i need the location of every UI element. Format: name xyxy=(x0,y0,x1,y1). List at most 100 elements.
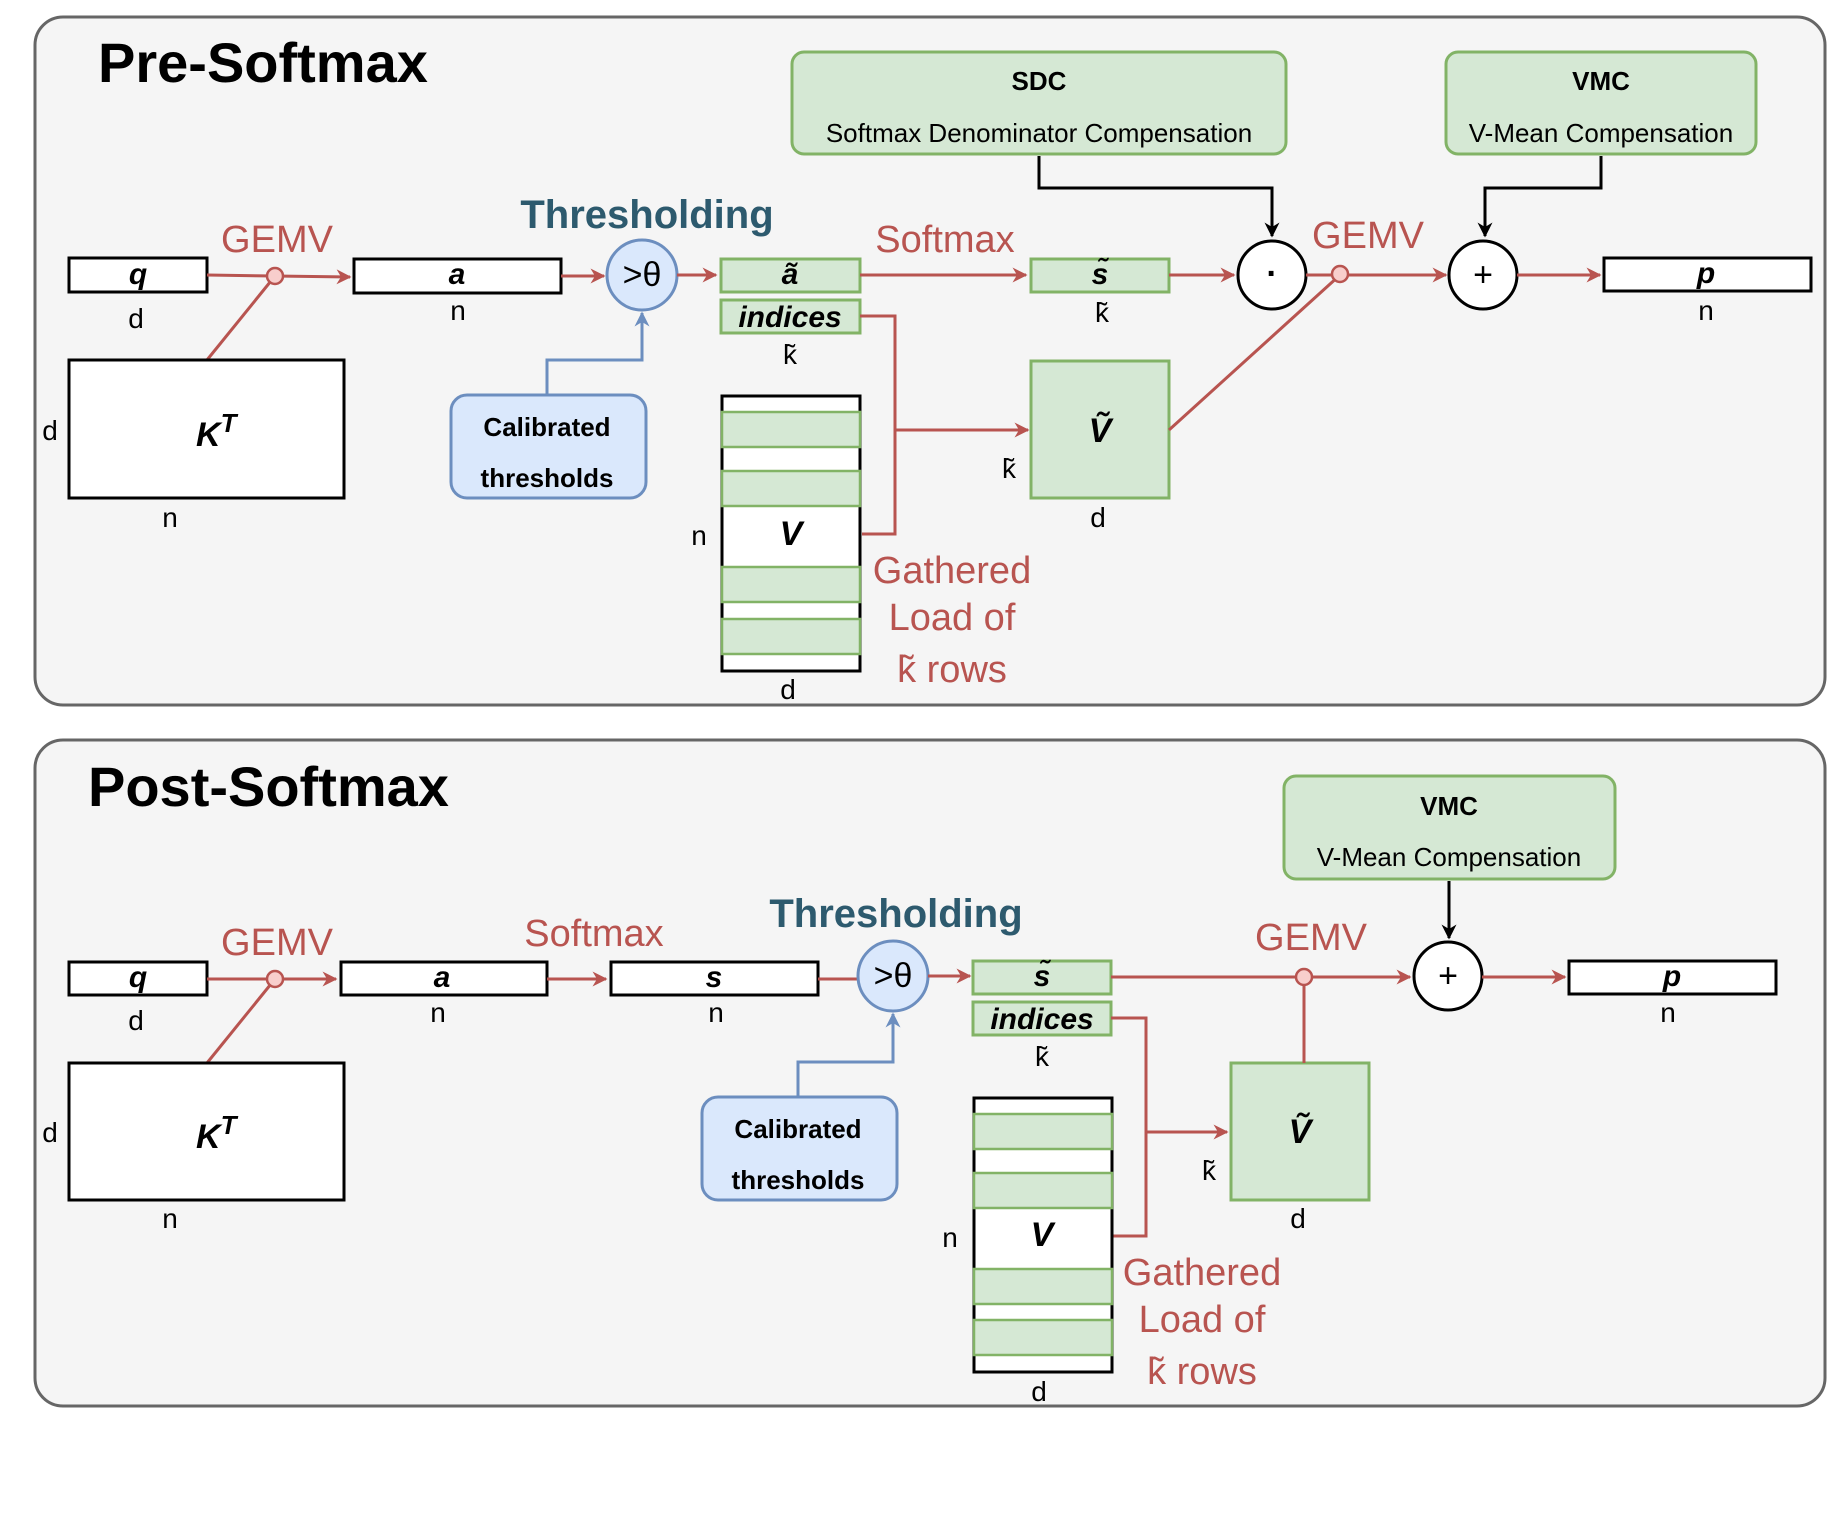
pre-indices-label: indices xyxy=(738,301,841,334)
pre-vtilde-left-dim: k̃ xyxy=(1002,453,1017,484)
pre-vtilde-label: Ṽ xyxy=(1089,412,1115,450)
pre-gemv1-junction xyxy=(265,266,285,286)
pre-thresholding-label: Thresholding xyxy=(520,193,773,237)
pre-q-dim: d xyxy=(128,303,144,334)
post-q-vector xyxy=(67,960,209,997)
post-v-bottom-dim: d xyxy=(1031,1376,1047,1407)
post-v-row xyxy=(972,1112,1114,1151)
pre-v-row xyxy=(720,469,862,508)
post-kt-to-gemv-line xyxy=(205,978,277,1064)
pre-v-row xyxy=(720,617,862,656)
pre-vmc-title: VMC xyxy=(1572,66,1630,96)
sdc-box xyxy=(790,50,1288,156)
post-v-row xyxy=(972,1318,1114,1357)
sdc-title: SDC xyxy=(1012,66,1067,96)
pre-q-label: q xyxy=(129,258,147,291)
pre-v-left-dim: n xyxy=(691,520,707,551)
pre-vtilde-bottom-dim: d xyxy=(1090,502,1106,533)
post-q-label: q xyxy=(129,961,147,994)
pre-gemv1-label: GEMV xyxy=(221,219,334,261)
pre-kt-label: KT xyxy=(196,408,239,454)
pre-v-row xyxy=(720,410,862,449)
post-vmc-title: VMC xyxy=(1420,791,1478,821)
pre-kt-to-gemv-line xyxy=(205,275,277,361)
post-v-label: V xyxy=(1031,1216,1057,1254)
post-gemv1-junction xyxy=(265,969,285,989)
pre-q-vector xyxy=(67,256,209,294)
post-stilde-vector xyxy=(971,959,1113,996)
post-gemv2-label: GEMV xyxy=(1255,917,1368,959)
pre-calibrated-line1: Calibrated xyxy=(483,412,610,442)
post-title: Post-Softmax xyxy=(88,755,449,818)
pre-stilde-label: s̃ xyxy=(1092,257,1110,291)
pre-panel-background xyxy=(33,15,1827,707)
post-p-label: p xyxy=(1662,960,1681,993)
pre-kt-matrix xyxy=(67,358,346,500)
post-v-left-dim: n xyxy=(942,1222,958,1253)
post-vtilde-bottom-dim: d xyxy=(1290,1203,1306,1234)
pre-gathered-line3: k̃ rows xyxy=(897,649,1007,691)
pre-indices-box xyxy=(719,298,862,335)
pre-v-bottom-dim: d xyxy=(780,674,796,705)
post-indices-label: indices xyxy=(990,1003,1093,1036)
post-softmax-label: Softmax xyxy=(524,913,663,955)
post-gathered-line1: Gathered xyxy=(1123,1252,1281,1294)
post-threshold-op-label: >θ xyxy=(874,957,913,995)
post-kt-bottom-dim: n xyxy=(162,1203,178,1234)
pre-gemv2-junction xyxy=(1330,264,1350,284)
post-gathered-line2: Load of xyxy=(1139,1299,1266,1341)
pre-gathered-line2: Load of xyxy=(889,597,1016,639)
post-vmc-subtitle: V-Mean Compensation xyxy=(1317,842,1581,872)
pre-calibrated-line2: thresholds xyxy=(481,463,614,493)
pre-plus-op-label: + xyxy=(1473,256,1493,294)
post-indices-dim: k̃ xyxy=(1035,1041,1050,1072)
pre-v-label: V xyxy=(780,515,806,553)
pre-kt-left-dim: d xyxy=(42,415,58,446)
pre-vmc-box xyxy=(1444,50,1758,156)
post-kt-matrix xyxy=(67,1061,346,1202)
pre-stilde-dim: k̃ xyxy=(1095,297,1110,328)
post-calibrated-arrow xyxy=(796,1012,901,1097)
sdc-subtitle: Softmax Denominator Compensation xyxy=(826,118,1252,148)
post-plus-op-label: + xyxy=(1438,957,1458,995)
post-gemv2-junction xyxy=(1294,967,1314,987)
post-indices-box xyxy=(971,1000,1113,1037)
post-p-vector xyxy=(1567,959,1778,996)
post-calibrated-line1: Calibrated xyxy=(734,1114,861,1144)
pre-gemv-to-a-arrow xyxy=(274,269,352,285)
pre-stilde-vector xyxy=(1029,257,1171,294)
post-a-dim: n xyxy=(430,997,446,1028)
pre-vmc-arrow xyxy=(1477,156,1603,238)
pre-dot-op-label: · xyxy=(1266,255,1277,293)
post-q-dim: d xyxy=(128,1005,144,1036)
post-s-label: s xyxy=(706,961,723,994)
pre-calibrated-arrow xyxy=(545,311,650,395)
pre-title: Pre-Softmax xyxy=(98,31,428,94)
post-vtilde-matrix xyxy=(1229,1061,1371,1202)
post-softmax-panel: Post-Softmax VMC V-Mean Compensation q d… xyxy=(33,738,1827,1408)
post-indices-route xyxy=(1111,1016,1148,1238)
pre-v-row xyxy=(720,565,862,604)
post-panel-background xyxy=(33,738,1827,1408)
sdc-arrow xyxy=(1037,156,1280,238)
pre-a-label: a xyxy=(449,258,466,291)
pre-softmax-label: Softmax xyxy=(875,219,1014,261)
post-p-dim: n xyxy=(1660,997,1676,1028)
post-s-dim: n xyxy=(708,997,724,1028)
pre-vtilde-matrix xyxy=(1029,359,1171,500)
post-calibrated-line2: thresholds xyxy=(732,1165,865,1195)
post-gathered-line3: k̃ rows xyxy=(1147,1351,1257,1393)
pre-vtilde-to-gemv-line xyxy=(1167,273,1342,432)
post-v-row xyxy=(972,1267,1114,1306)
pre-vmc-subtitle: V-Mean Compensation xyxy=(1469,118,1733,148)
pre-p-dim: n xyxy=(1698,295,1714,326)
pre-softmax-panel: Pre-Softmax SDC Softmax Denominator Comp… xyxy=(33,15,1827,707)
pre-indices-route xyxy=(860,314,897,536)
post-v-row xyxy=(972,1171,1114,1210)
post-stilde-label: s̃ xyxy=(1034,959,1052,993)
post-vtilde-label: Ṽ xyxy=(1289,1113,1315,1151)
post-a-label: a xyxy=(434,961,451,994)
post-a-vector xyxy=(339,960,549,997)
pre-gathered-line1: Gathered xyxy=(873,550,1031,592)
post-gemv1-label: GEMV xyxy=(221,922,334,964)
